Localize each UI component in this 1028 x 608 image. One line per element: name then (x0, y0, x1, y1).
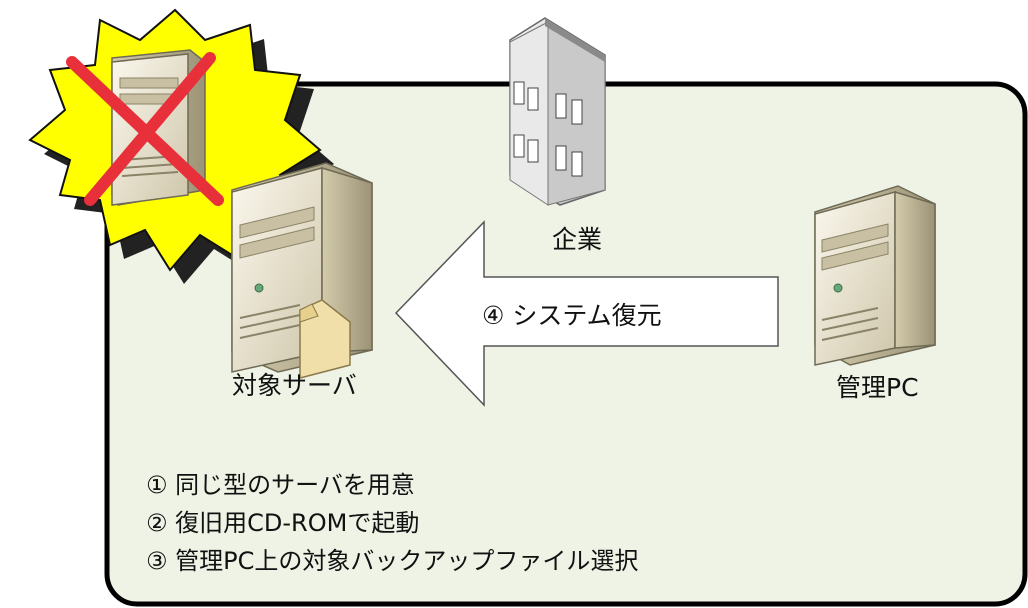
step-item: ① 同じ型のサーバを用意 (146, 471, 415, 499)
step-item: ③ 管理PC上の対象バックアップファイル選択 (146, 547, 639, 575)
restore-arrow (394, 220, 779, 407)
company-label: 企業 (552, 225, 603, 254)
steps-list: ① 同じ型のサーバを用意 ② 復旧用CD-ROMで起動 ③ 管理PC上の対象バッ… (146, 466, 638, 580)
target-server-label: 対象サーバ (232, 371, 357, 400)
step-item: ② 復旧用CD-ROMで起動 (146, 509, 420, 537)
building-icon (509, 17, 606, 206)
cross-icon (66, 52, 224, 206)
pc-tower-icon (814, 185, 936, 366)
arrow-label: ④ システム復元 (482, 301, 662, 330)
admin-pc-label: 管理PC (836, 373, 919, 402)
folder-icon (299, 299, 351, 379)
